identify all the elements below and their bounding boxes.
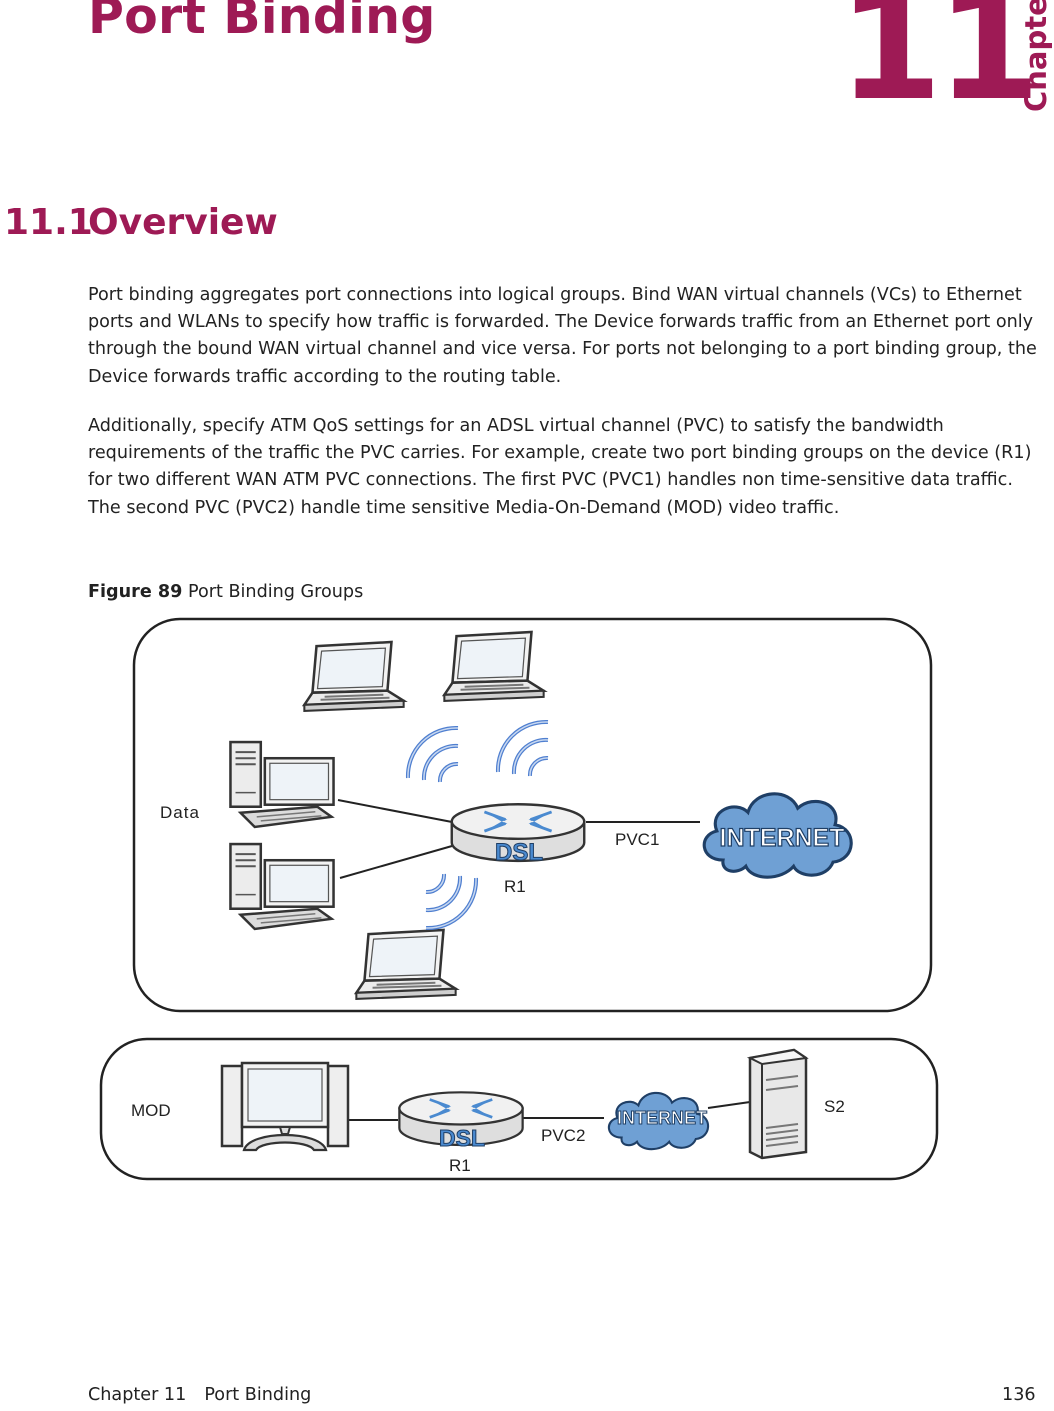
- internet-cloud-label: INTERNET: [720, 824, 845, 852]
- router-r1-label: R1: [449, 1156, 471, 1175]
- server-link: [707, 1101, 751, 1109]
- laptop-icon: [443, 630, 545, 703]
- laptop-icon: [355, 928, 457, 1001]
- server-icon: [746, 1048, 809, 1160]
- router-dsl-badge: DSL: [495, 839, 543, 866]
- laptop-icon: [303, 640, 405, 713]
- wireless-signal-icon: [405, 725, 460, 784]
- server-s2-label: S2: [824, 1097, 845, 1116]
- data-label: Data: [160, 803, 200, 822]
- data-link-1: [337, 799, 453, 823]
- section-heading: 11.1Overview: [4, 202, 278, 243]
- data-link-2: [339, 845, 453, 879]
- page-number: 136: [1002, 1385, 1036, 1405]
- chapter-label-vertical: Chapter: [1018, 0, 1054, 112]
- binding-group-mod-box: [99, 1037, 939, 1181]
- footer-chapter-number: Chapter 11: [88, 1385, 187, 1405]
- internet-cloud-label: INTERNET: [617, 1108, 707, 1128]
- pvc1-label: PVC1: [615, 830, 659, 849]
- section-number: 11.1: [4, 202, 93, 243]
- dsl-router-icon: [397, 1090, 525, 1147]
- internet-cloud-icon: [702, 792, 853, 879]
- figure-label: Figure 89: [88, 582, 183, 602]
- figure-caption: Figure 89 Port Binding Groups: [88, 582, 363, 602]
- mod-label: MOD: [131, 1101, 171, 1120]
- binding-group-data-box: [132, 617, 933, 1013]
- tv-monitor-icon: [220, 1061, 350, 1152]
- router-dsl-badge: DSL: [439, 1125, 485, 1151]
- chapter-number: 11: [838, 0, 1041, 134]
- overview-paragraph-1: Port binding aggregates port connections…: [88, 285, 1037, 387]
- pvc2-label: PVC2: [541, 1126, 585, 1145]
- desktop-computer-icon: [229, 740, 335, 829]
- wireless-signal-icon: [495, 719, 550, 778]
- dsl-router-icon: [450, 802, 586, 863]
- desktop-computer-icon: [229, 842, 335, 931]
- overview-paragraph-2: Additionally, specify ATM QoS settings f…: [88, 416, 1032, 518]
- wireless-signal-icon: [424, 872, 479, 931]
- footer-chapter-title: Port Binding: [204, 1385, 312, 1405]
- chapter-title: Port Binding: [88, 0, 436, 45]
- figure-caption-text: Port Binding Groups: [187, 582, 364, 602]
- chapter-label: Chapter: [1019, 0, 1053, 112]
- section-title: Overview: [88, 202, 278, 243]
- router-r1-label: R1: [504, 877, 526, 896]
- footer-chapter: Chapter 11 Port Binding: [88, 1385, 311, 1405]
- internet-cloud-icon: [607, 1091, 710, 1151]
